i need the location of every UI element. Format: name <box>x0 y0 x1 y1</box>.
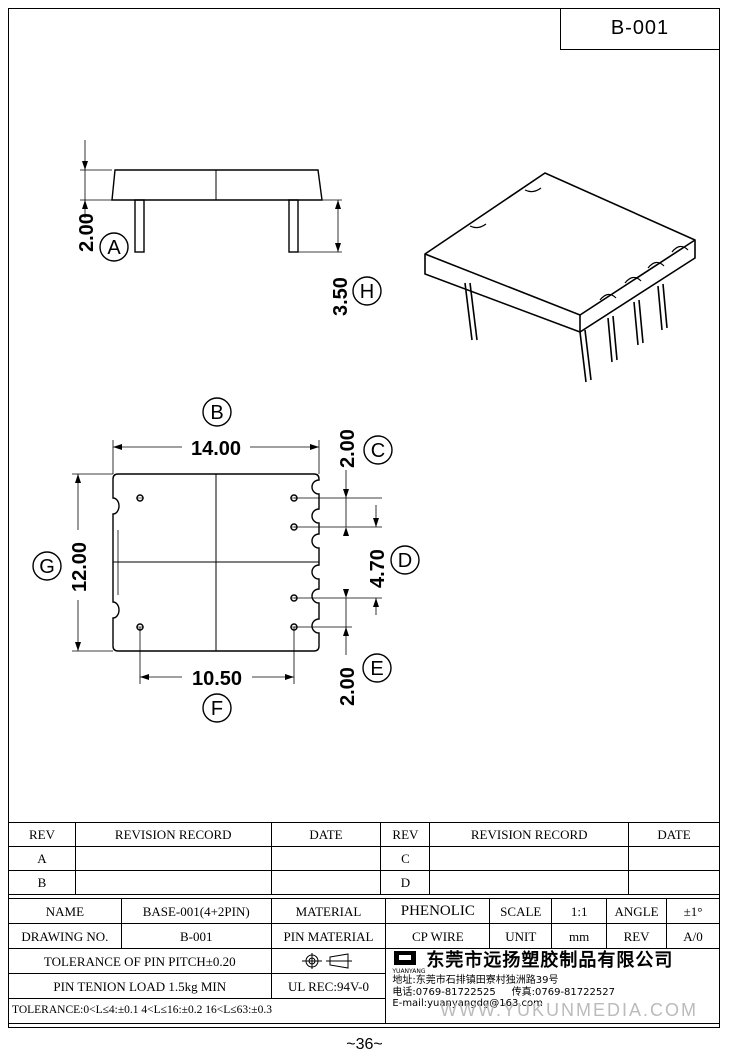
title-block: NAME BASE-001(4+2PIN) MATERIAL PHENOLIC … <box>7 898 720 1024</box>
table-row: B D <box>8 870 720 895</box>
rev-cell: C <box>380 846 431 871</box>
company-phone: 电话:0769-81722525 <box>392 986 496 998</box>
revision-header-row: REV REVISION RECORD DATE REV REVISION RE… <box>8 822 720 847</box>
unit-label: UNIT <box>489 923 553 949</box>
rev-cell: D <box>380 870 431 895</box>
dim-a-value: 2.00 <box>76 213 98 252</box>
table-row: DRAWING NO. B-001 PIN MATERIAL CP WIRE U… <box>8 923 720 949</box>
pin-material-label: PIN MATERIAL <box>270 923 387 949</box>
rev-header-2: REV <box>380 822 431 847</box>
side-view <box>80 140 342 253</box>
company-block: 东莞市远扬塑胶制品有限公司 YUANYANG 地址:东莞市石排镇田寮村独洲路39… <box>385 948 720 1024</box>
technical-drawing: 2.00 A 3.50 H B 14.00 2.00 C 4.70 D 12.0… <box>32 140 696 723</box>
tolerance-row: TOLERANCE:0<L≤4:±0.1 4<L≤16:±0.2 16<L≤63… <box>7 998 387 1024</box>
table-row: NAME BASE-001(4+2PIN) MATERIAL PHENOLIC … <box>8 898 720 924</box>
record-cell <box>429 870 630 895</box>
watermark: WWW.YUKUNMEDIA.COM <box>440 1000 698 1020</box>
drawing-code: B-001 <box>560 8 720 50</box>
date-cell <box>270 870 382 895</box>
dim-h-label: H <box>360 281 374 303</box>
material-value: PHENOLIC <box>385 898 491 924</box>
dim-d-label: D <box>398 550 412 572</box>
dim-a-label: A <box>107 237 121 259</box>
dim-g-label: G <box>39 556 55 578</box>
record-cell <box>74 870 272 895</box>
revision-record-header: REVISION RECORD <box>74 822 272 847</box>
name-value: BASE-001(4+2PIN) <box>120 898 272 924</box>
table-row: TOLERANCE OF PIN PITCH±0.20 东莞市远扬塑胶制品有限公… <box>8 948 720 1024</box>
dim-h-value: 3.50 <box>330 277 352 316</box>
scale-value: 1:1 <box>551 898 608 924</box>
dim-f-label: F <box>211 698 223 720</box>
rev-cell: B <box>8 870 76 895</box>
pin-pitch-tolerance: TOLERANCE OF PIN PITCH±0.20 <box>8 948 272 974</box>
table-row: TOLERANCE:0<L≤4:±0.1 4<L≤16:±0.2 16<L≤63… <box>7 998 720 1024</box>
company-email: E-mail:yuanyangdg@163.com <box>392 998 543 1009</box>
pin-load: PIN TENION LOAD 1.5kg MIN <box>8 973 272 999</box>
scale-label: SCALE <box>489 898 553 924</box>
rev-value: A/0 <box>666 923 720 949</box>
rev-cell: A <box>8 846 76 871</box>
date-cell <box>628 870 720 895</box>
date-header: DATE <box>270 822 382 847</box>
date-header-2: DATE <box>628 822 720 847</box>
ul-rec: UL REC:94V-0 <box>270 973 387 999</box>
label-circle-d <box>390 545 420 575</box>
label-circle-h <box>352 276 382 306</box>
dim-e-value: 2.00 <box>337 667 359 706</box>
tolerance-symbols <box>270 948 387 974</box>
company-contact: 电话:0769-81722525 传真:0769-81722527 <box>386 987 719 999</box>
revision-record-header-2: REVISION RECORD <box>429 822 630 847</box>
label-circle-c <box>363 435 393 465</box>
record-cell <box>429 846 630 871</box>
label-circle-g <box>32 551 62 581</box>
dim-c-value: 2.00 <box>337 429 359 468</box>
label-circle-a <box>99 232 129 262</box>
rev-header: REV <box>8 822 76 847</box>
company-fax: 传真:0769-81722527 <box>511 986 615 998</box>
record-cell <box>74 846 272 871</box>
date-cell <box>270 846 382 871</box>
pin-material-value: CP WIRE <box>385 923 491 949</box>
angle-label: ANGLE <box>606 898 668 924</box>
page-number: ~36~ <box>346 1036 383 1053</box>
angle-value: ±1° <box>666 898 720 924</box>
company-address: 地址:东莞市石排镇田寮村独洲路39号 <box>392 975 559 986</box>
drawing-no-label: DRAWING NO. <box>8 923 122 949</box>
drawing-frame <box>8 8 720 1028</box>
projection-symbol-icon <box>302 953 353 969</box>
label-circle-e <box>362 653 392 683</box>
label-circle-f <box>202 693 232 723</box>
isometric-view <box>424 172 696 383</box>
revision-table: REV REVISION RECORD DATE REV REVISION RE… <box>8 822 720 895</box>
name-label: NAME <box>8 898 122 924</box>
logo-text: YUANYANG <box>392 968 426 975</box>
dim-b-value: 14.00 <box>191 438 241 460</box>
date-cell <box>628 846 720 871</box>
dim-g-value: 12.00 <box>69 542 91 592</box>
material-label: MATERIAL <box>270 898 387 924</box>
label-circle-b <box>202 397 232 427</box>
dim-d-value: 4.70 <box>367 549 389 588</box>
drawing-no-value: B-001 <box>120 923 272 949</box>
dim-c-label: C <box>371 440 385 462</box>
dim-f-value: 10.50 <box>192 668 242 690</box>
rev-label: REV <box>606 923 668 949</box>
dim-e-label: E <box>370 658 383 680</box>
company-name: 东莞市远扬塑胶制品有限公司 <box>426 950 674 971</box>
top-view <box>72 440 382 684</box>
table-row: A C <box>8 846 720 871</box>
company-logo-icon <box>394 951 417 965</box>
dim-b-label: B <box>210 402 223 424</box>
unit-value: mm <box>551 923 608 949</box>
